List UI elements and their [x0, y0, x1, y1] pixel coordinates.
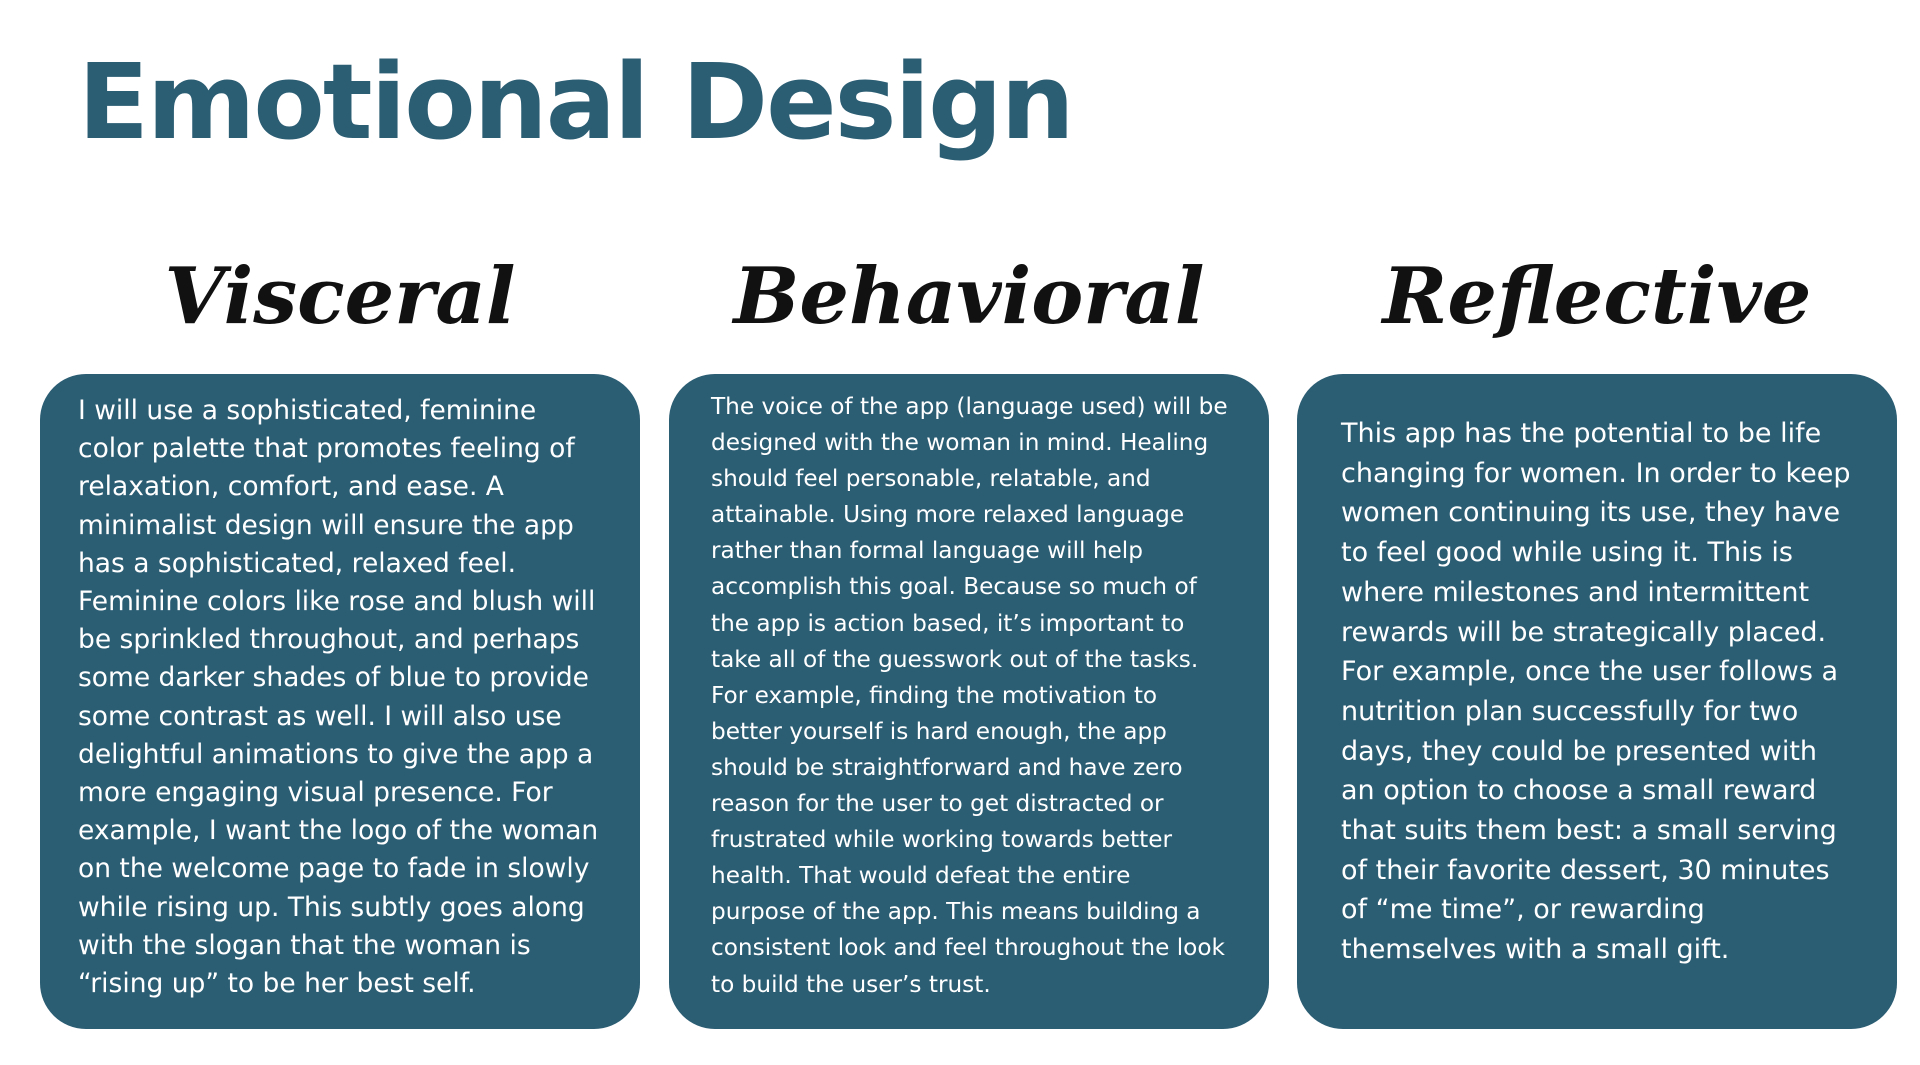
reflective-heading: Reflective: [1382, 251, 1812, 342]
visceral-heading: Visceral: [164, 251, 516, 342]
visceral-text: I will use a sophisticated, feminine col…: [78, 395, 599, 1000]
page-title: Emotional Design: [78, 41, 1075, 163]
behavioral-card: The voice of the app (language used) wil…: [669, 374, 1269, 1029]
reflective-card: This app has the potential to be life ch…: [1297, 374, 1897, 1029]
visceral-card: I will use a sophisticated, feminine col…: [40, 374, 640, 1029]
behavioral-heading: Behavioral: [733, 251, 1205, 342]
behavioral-text: The voice of the app (language used) wil…: [711, 393, 1228, 998]
reflective-text: This app has the potential to be life ch…: [1341, 418, 1851, 966]
